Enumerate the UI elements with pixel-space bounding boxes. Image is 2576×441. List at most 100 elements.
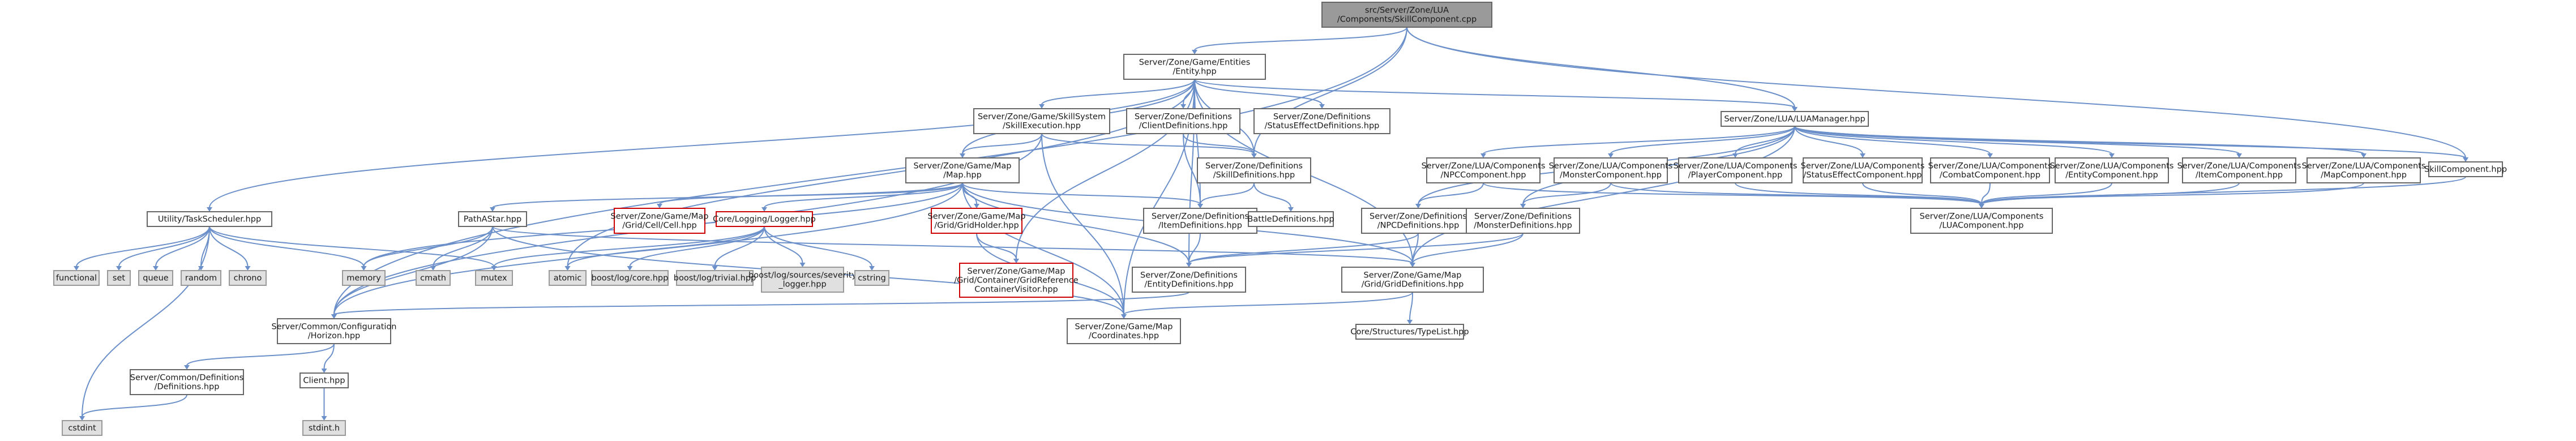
- node-label-line: /MonsterDefinitions.hpp: [1474, 221, 1572, 230]
- edge-arrowhead: [799, 263, 806, 267]
- node-box: [53, 270, 100, 286]
- node-label-line: /CombatComponent.hpp: [1940, 170, 2040, 179]
- node-box: [1910, 208, 2053, 234]
- node-label-line: Server/Zone/LUA/Components: [1549, 161, 1673, 170]
- edge-line: [976, 233, 1017, 260]
- edge-line: [209, 79, 1195, 208]
- node-statuseffectdefs[interactable]: Server/Zone/Definitions/StatusEffectDefi…: [1253, 108, 1390, 134]
- node-label-line: /StatusEffectDefinitions.hpp: [1265, 121, 1380, 130]
- edge-arrowhead: [245, 266, 251, 271]
- edge-arrowhead: [1192, 50, 1197, 54]
- node-label-line: Utility/TaskScheduler.hpp: [158, 215, 261, 224]
- edge-line: [567, 226, 765, 267]
- node-pathastar[interactable]: PathAStar.hpp: [458, 211, 527, 227]
- edge-line: [1188, 233, 1524, 264]
- include-edge-entitydefs-to-horizon: [331, 292, 1189, 319]
- node-itemcomp[interactable]: Server/Zone/LUA/Components/ItemComponent…: [2177, 157, 2301, 183]
- node-typelist[interactable]: Core/Structures/TypeList.hpp: [1350, 324, 1469, 340]
- node-mapcomp[interactable]: Server/Zone/LUA/Components/MapComponent.…: [2302, 157, 2426, 183]
- node-box: [302, 420, 346, 436]
- edge-line: [1188, 233, 1201, 264]
- edge-line: [209, 226, 365, 267]
- node-label-line: random: [185, 273, 217, 282]
- node-boosttrivial: boost/log/trivial.hpp: [674, 270, 756, 286]
- edge-line: [1041, 133, 1255, 155]
- node-box: [1721, 111, 1869, 127]
- node-statuseffectcomp[interactable]: Server/Zone/LUA/Components/StatusEffectC…: [1801, 157, 1925, 183]
- include-edge-logger-to-boostcore: [627, 226, 765, 271]
- node-client[interactable]: Client.hpp: [299, 373, 349, 388]
- node-label-line: Server/Zone/Game/SkillSystem: [978, 112, 1106, 121]
- node-label-line: ContainerVisitor.hpp: [974, 285, 1058, 294]
- node-skillcomp[interactable]: SkillComponent.hpp: [2424, 161, 2507, 177]
- node-combatcomp[interactable]: Server/Zone/LUA/Components/CombatCompone…: [1928, 157, 2052, 183]
- node-label-line: /PlayerComponent.hpp: [1688, 170, 1782, 179]
- node-label-line: /Components/SkillComponent.cpp: [1337, 15, 1477, 24]
- node-commondefs[interactable]: Server/Common/Definitions/Definitions.hp…: [130, 369, 244, 395]
- edge-line: [1522, 182, 1611, 205]
- include-edge-logger-to-boostseverity: [764, 226, 806, 267]
- edge-line: [1794, 126, 1863, 155]
- edge-line: [1610, 126, 1795, 155]
- include-edge-npcdefs-to-entitydefs: [1186, 233, 1419, 267]
- node-griddefs[interactable]: Server/Zone/Game/Map/Grid/GridDefinition…: [1341, 267, 1484, 293]
- node-skillexec[interactable]: Server/Zone/Game/SkillSystem/SkillExecut…: [973, 108, 1110, 134]
- node-label-line: Server/Zone/Game/Map: [611, 212, 709, 221]
- node-horizon[interactable]: Server/Common/Configuration/Horizon.hpp: [272, 318, 397, 344]
- node-taskscheduler[interactable]: Utility/TaskScheduler.hpp: [147, 211, 272, 227]
- node-monsterdefs[interactable]: Server/Zone/Definitions/MonsterDefinitio…: [1466, 208, 1580, 234]
- node-label-line: Core/Logging/Logger.hpp: [713, 215, 816, 224]
- node-gridrefvisitor[interactable]: Server/Zone/Game/Map/Grid/Container/Grid…: [954, 263, 1079, 298]
- node-label-line: /LUAComponent.hpp: [1940, 221, 2024, 230]
- include-edge-monstercomp-to-monsterdefs: [1520, 182, 1611, 208]
- node-label-line: Server/Common/Configuration: [272, 322, 397, 331]
- include-edge-taskscheduler-to-chrono: [209, 226, 251, 271]
- edge-line: [1409, 292, 1413, 321]
- edge-line: [118, 226, 210, 267]
- node-box: [1248, 211, 1334, 227]
- edge-line: [186, 343, 335, 366]
- include-edge-root-to-skillcomp: [1406, 27, 2468, 162]
- edge-line: [1194, 79, 1323, 105]
- node-entitydefs[interactable]: Server/Zone/Definitions/EntityDefinition…: [1132, 267, 1246, 293]
- node-gridcell[interactable]: Server/Zone/Game/Map/Grid/Cell/Cell.hpp: [611, 208, 709, 234]
- node-logger[interactable]: Core/Logging/Logger.hpp: [713, 211, 816, 227]
- node-box: [614, 208, 705, 234]
- node-box: [1123, 54, 1266, 80]
- edge-line: [629, 226, 765, 267]
- node-clientdefs[interactable]: Server/Zone/Definitions/ClientDefinition…: [1126, 108, 1240, 134]
- node-luamanager[interactable]: Server/Zone/LUA/LUAManager.hpp: [1721, 111, 1869, 127]
- edge-line: [1412, 233, 1419, 264]
- node-map[interactable]: Server/Zone/Game/Map/Map.hpp: [905, 157, 1020, 183]
- include-edge-root-to-entity: [1192, 27, 1407, 54]
- node-root[interactable]: src/Server/Zone/LUA/Components/SkillComp…: [1321, 2, 1492, 28]
- node-coordinates[interactable]: Server/Zone/Game/Map/Coordinates.hpp: [1067, 318, 1181, 344]
- node-skilldefs[interactable]: Server/Zone/Definitions/SkillDefinitions…: [1197, 157, 1311, 183]
- node-luacomp[interactable]: Server/Zone/LUA/Components/LUAComponent.…: [1910, 208, 2053, 234]
- node-battledefs[interactable]: BattleDefinitions.hpp: [1247, 211, 1334, 227]
- node-npcdefs[interactable]: Server/Zone/Definitions/NPCDefinitions.h…: [1361, 208, 1475, 234]
- edge-arrowhead: [1121, 314, 1127, 319]
- include-edge-monsterdefs-to-griddefs: [1410, 233, 1524, 267]
- node-playercomp[interactable]: Server/Zone/LUA/Components/PlayerCompone…: [1674, 157, 1798, 183]
- node-itemdefs[interactable]: Server/Zone/Definitions/ItemDefinitions.…: [1143, 208, 1257, 234]
- include-edge-horizon-to-client: [321, 343, 335, 373]
- node-entity[interactable]: Server/Zone/Game/Entities/Entity.hpp: [1123, 54, 1266, 80]
- node-label-line: /Grid/GridHolder.hpp: [934, 221, 1019, 230]
- edge-arrowhead: [1860, 153, 1865, 158]
- include-edge-entity-to-skillexec: [1039, 79, 1195, 109]
- node-box: [1143, 208, 1257, 234]
- edge-line: [333, 182, 963, 315]
- node-label-line: /StatusEffectComponent.hpp: [1803, 170, 1922, 179]
- include-edge-clientdefs-to-skilldefs: [1183, 133, 1257, 158]
- node-npccomp[interactable]: Server/Zone/LUA/Components/NPCComponent.…: [1422, 157, 1546, 183]
- node-label-line: /MapComponent.hpp: [2321, 170, 2407, 179]
- edge-line: [209, 226, 249, 267]
- node-gridholder[interactable]: Server/Zone/Game/Map/Grid/GridHolder.hpp: [928, 208, 1026, 234]
- node-box: [1678, 157, 1792, 183]
- edge-line: [82, 226, 210, 417]
- include-edge-logger-to-boosttrivial: [712, 226, 765, 271]
- include-edge-itemdefs-to-entitydefs: [1186, 233, 1201, 267]
- node-entitycomp[interactable]: Server/Zone/LUA/Components/EntityCompone…: [2050, 157, 2174, 183]
- node-monstercomp[interactable]: Server/Zone/LUA/Components/MonsterCompon…: [1549, 157, 1673, 183]
